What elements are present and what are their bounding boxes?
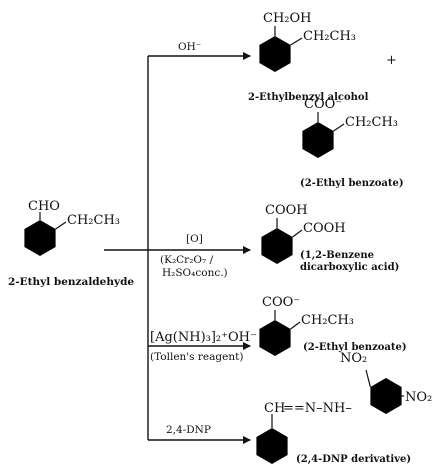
- benzene-ring-benzoate-2: [259, 320, 291, 356]
- benzene-ring-dnp-right: [370, 378, 402, 414]
- alcohol-ethyl-group: CH₂CH₃: [303, 29, 356, 44]
- alcohol-ch2oh-group: CH₂OH: [263, 11, 312, 26]
- dnp-no2-top: NO₂: [340, 351, 367, 366]
- reagent-oxidant-cond-1: (K₂Cr₂O₇ /: [160, 254, 214, 266]
- benzoate-2-name: (2-Ethyl benzoate): [303, 342, 407, 353]
- benzene-ring-alcohol: [259, 36, 291, 72]
- reagent-tollens-name: (Tollen's reagent): [150, 351, 243, 363]
- dnp-linkage: ==N–NH–: [283, 401, 352, 416]
- start-name: 2-Ethyl benzaldehyde: [8, 276, 134, 288]
- benzoate-1-ethyl-group: CH₂CH₃: [345, 115, 398, 130]
- product-phthalic-acid: COOH COOH (1,2-Benzene dicarboxylic acid…: [261, 203, 399, 273]
- alcohol-name: 2-Ethylbenzyl alcohol: [248, 92, 369, 103]
- phthalic-name-line-1: (1,2-Benzene: [300, 250, 374, 261]
- start-cho-group: CHO: [28, 199, 60, 214]
- dnp-no2-right: NO₂: [405, 390, 432, 405]
- starting-material: CHO CH₂CH₃ 2-Ethyl benzaldehyde: [8, 199, 134, 288]
- dnp-ch: CH: [264, 401, 285, 416]
- reagent-oxidant-cond-2: H₂SO₄conc.): [162, 267, 228, 279]
- product-benzoate-1: COO⁻ CH₂CH₃ (2-Ethyl benzoate): [300, 97, 404, 189]
- product-benzoate-2: COO⁻ CH₂CH₃ (2-Ethyl benzoate): [259, 295, 407, 356]
- start-ethyl-group: CH₂CH₃: [67, 213, 120, 228]
- reagent-dnp: 2,4-DNP: [166, 424, 211, 436]
- product-alcohol: CH₂OH CH₂CH₃ + 2-Ethylbenzyl alcohol: [248, 11, 397, 103]
- benzene-ring-benzoate-1: [302, 122, 334, 158]
- phthalic-cooh-group-1: COOH: [265, 203, 308, 218]
- reagent-tollens: [Ag(NH)₃]₂⁺OH⁻: [150, 330, 257, 345]
- plus-sign: +: [386, 53, 397, 68]
- arrow-system: [104, 52, 251, 444]
- benzene-ring-phthalic: [261, 228, 293, 264]
- benzene-ring-start: [24, 220, 56, 256]
- benzoate-1-name: (2-Ethyl benzoate): [300, 178, 404, 189]
- benzoate-2-coo-group: COO⁻: [262, 295, 300, 310]
- benzoate-1-coo-group: COO⁻: [304, 97, 342, 112]
- reagent-oh: OH⁻: [178, 41, 201, 53]
- phthalic-cooh-group-2: COOH: [303, 221, 346, 236]
- reagent-oxidant: [O]: [186, 233, 203, 245]
- product-dnp-derivative: CH ==N–NH– NO₂ NO₂ (2,4-DNP derivative): [256, 351, 432, 465]
- dnp-name: (2,4-DNP derivative): [296, 454, 411, 465]
- benzoate-2-ethyl-group: CH₂CH₃: [301, 313, 354, 328]
- phthalic-name-line-2: dicarboxylic acid): [300, 262, 399, 273]
- benzene-ring-dnp-left: [256, 428, 288, 464]
